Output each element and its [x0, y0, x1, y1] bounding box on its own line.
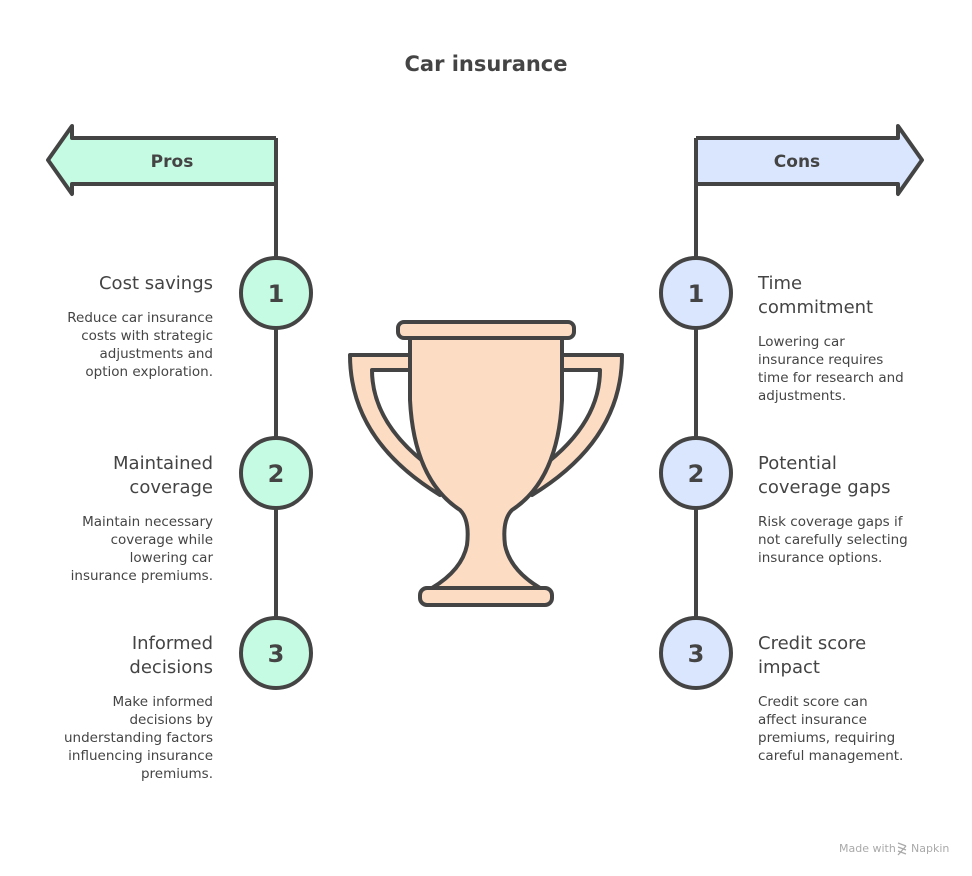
item-description: adjustments and	[99, 346, 213, 362]
item-description: coverage while	[111, 532, 213, 548]
diagram-title: Car insurance	[404, 52, 567, 76]
item-description: insurance requires	[758, 352, 883, 368]
step-circle	[239, 256, 313, 330]
watermark-prefix: Made with	[839, 842, 896, 855]
item-title: Informed	[132, 633, 213, 654]
item-description: Risk coverage gaps if	[758, 514, 904, 530]
step-circle	[659, 436, 733, 510]
item-title: commitment	[758, 297, 873, 318]
item-description: not carefully selecting	[758, 532, 908, 548]
item-description: insurance options.	[758, 550, 882, 566]
watermark: Made with Napkin	[839, 842, 949, 856]
item-description: time for research and	[758, 370, 904, 386]
item-description: adjustments.	[758, 388, 846, 404]
item-title: Time	[757, 273, 802, 294]
step-circle	[659, 256, 733, 330]
item-description: understanding factors	[64, 730, 213, 746]
item-description: Make informed	[112, 694, 213, 710]
item-description: premiums.	[141, 766, 213, 782]
step-number: 3	[688, 640, 705, 668]
item-title: Credit score	[758, 633, 866, 654]
step-number: 1	[268, 280, 285, 308]
item-description: costs with strategic	[81, 328, 213, 344]
watermark-brand: Napkin	[911, 842, 949, 855]
step-circle	[659, 616, 733, 690]
item-description: Maintain necessary	[82, 514, 213, 530]
step-circle	[239, 616, 313, 690]
item-description: option exploration.	[85, 364, 213, 380]
item-title: impact	[758, 657, 820, 678]
item-title: coverage gaps	[758, 477, 891, 498]
item-description: Lowering car	[758, 334, 845, 350]
item-description: lowering car	[130, 550, 214, 566]
item-description: affect insurance	[758, 712, 867, 728]
item-description: premiums, requiring	[758, 730, 895, 746]
item-description: influencing insurance	[68, 748, 213, 764]
item-description: Reduce car insurance	[67, 310, 213, 326]
pros-label: Pros	[151, 152, 194, 172]
trophy-icon	[348, 320, 624, 607]
item-description: careful management.	[758, 748, 903, 764]
step-number: 2	[688, 460, 705, 488]
step-number: 1	[688, 280, 705, 308]
step-circle	[239, 436, 313, 510]
item-description: Credit score can	[758, 694, 868, 710]
item-title: Maintained	[113, 453, 213, 474]
item-title: decisions	[129, 657, 213, 678]
item-title: coverage	[129, 477, 213, 498]
item-description: insurance premiums.	[71, 568, 213, 584]
step-number: 3	[268, 640, 285, 668]
item-description: decisions by	[129, 712, 213, 728]
napkin-logo-icon	[897, 842, 907, 856]
pros-arrow: Pros	[46, 124, 276, 196]
item-title: Cost savings	[99, 273, 213, 294]
cons-label: Cons	[774, 152, 820, 172]
cons-arrow: Cons	[696, 124, 924, 196]
item-title: Potential	[758, 453, 837, 474]
step-number: 2	[268, 460, 285, 488]
